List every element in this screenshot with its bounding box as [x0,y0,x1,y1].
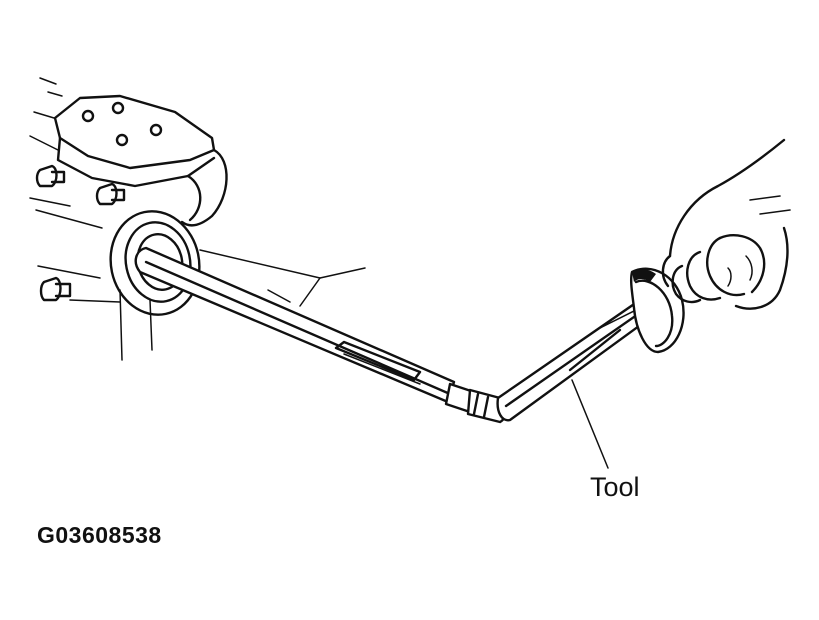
tool-callout-label: Tool [590,472,640,502]
tool-leader-line [571,379,609,469]
hand [661,138,791,310]
tool-t-handle [629,267,685,354]
figure-code: G03608538 [37,522,162,548]
tool-handle-arm [496,298,652,422]
tool-shaft [134,246,508,424]
housing-block [29,77,366,361]
